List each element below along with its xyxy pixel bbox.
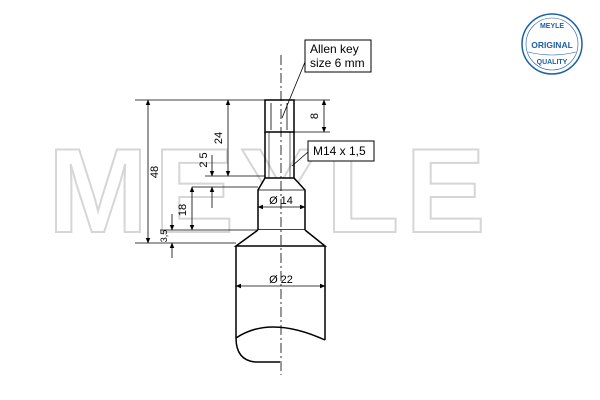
dimension-lines (135, 61, 330, 289)
part-outline (233, 99, 328, 363)
allen-key-line2: size 6 mm (310, 56, 365, 70)
dim-shaft-length: 24 (213, 132, 225, 144)
meyle-original-seal: MEYLE ORIGINAL QUALITY (521, 13, 583, 75)
seal-top-text: MEYLE (540, 23, 564, 30)
allen-key-callout: Allen key size 6 mm (304, 39, 372, 73)
allen-key-line1: Allen key (310, 42, 359, 56)
dim-body-diameter: Ø 22 (269, 274, 293, 286)
thread-spec: M14 x 1,5 (313, 144, 366, 158)
dim-rod-diameter: Ø 14 (269, 195, 293, 207)
seal-bottom-text: QUALITY (537, 59, 568, 66)
thread-callout: M14 x 1,5 (307, 140, 375, 162)
seal-main-text: ORIGINAL (531, 40, 573, 50)
dim-thread-gap: 2 5 (198, 152, 210, 167)
dim-step: 3,5 (159, 230, 169, 243)
dim-collar-height: 18 (177, 204, 189, 216)
dim-socket-depth: 8 (309, 113, 321, 119)
dim-overall-length: 48 (149, 166, 161, 178)
